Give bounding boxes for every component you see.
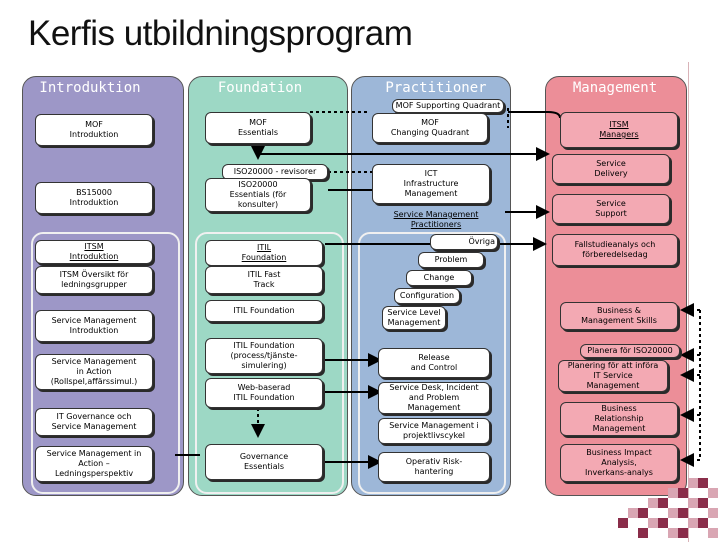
box-sm-introduktion[interactable]: Service Management Introduktion (35, 310, 153, 342)
box-business-management-skills[interactable]: Business & Management Skills (560, 302, 678, 330)
box-planering-itsm[interactable]: Planering för att införa IT Service Mana… (558, 360, 668, 392)
box-fallstudieanalys[interactable]: Fallstudieanalys och förberedelsedag (552, 234, 678, 266)
connector-supporting-to-managers (508, 111, 561, 119)
box-sm-projektlivscykel[interactable]: Service Management i projektlivscykel (378, 418, 490, 444)
box-sm-in-action[interactable]: Service Management in Action (Rollspel,a… (35, 354, 153, 390)
box-problem[interactable]: Problem (418, 252, 484, 268)
box-itsm-managers[interactable]: ITSM Managers (560, 112, 678, 148)
box-mof-introduktion[interactable]: MOF Introduktion (35, 114, 153, 146)
box-iso20000-essentials[interactable]: ISO20000 Essentials (för konsulter) (205, 178, 311, 212)
practitioner-group-frame (358, 232, 506, 494)
intro-group-frame (31, 232, 180, 494)
box-iso20000-revisorer[interactable]: ISO20000 - revisorer (222, 164, 328, 180)
box-service-delivery[interactable]: Service Delivery (552, 154, 670, 184)
box-bs15000-introduktion[interactable]: BS15000 Introduktion (35, 182, 153, 214)
box-itil-foundation[interactable]: ITIL Foundation (205, 300, 323, 322)
header-introduktion: Introduktion (39, 80, 141, 96)
box-configuration[interactable]: Configuration (394, 288, 460, 304)
box-business-relationship[interactable]: Business Relationship Management (560, 402, 678, 436)
box-ict-infrastructure[interactable]: ICT Infrastructure Management (372, 164, 490, 204)
box-mof-supporting-quadrant[interactable]: MOF Supporting Quadrant (392, 99, 504, 113)
box-planera-iso20000[interactable]: Planera för ISO20000 (580, 344, 680, 358)
box-web-itil-foundation[interactable]: Web-baserad ITIL Foundation (205, 378, 323, 408)
box-service-desk[interactable]: Service Desk, Incident and Problem Manag… (378, 382, 490, 414)
box-operativ-riskhantering[interactable]: Operativ Risk- hantering (378, 452, 490, 482)
checker-squares-light (628, 478, 718, 538)
box-service-level-management[interactable]: Service Level Management (382, 306, 446, 330)
label-service-management-practitioners: Service Management Practitioners (393, 210, 479, 229)
page-title: Kerfis utbildningsprogram (28, 14, 413, 53)
checker-squares (618, 478, 708, 538)
box-change[interactable]: Change (406, 270, 472, 286)
decorative-edge-line (688, 62, 689, 542)
box-itil-fast-track[interactable]: ITIL Fast Track (205, 266, 323, 294)
box-release-control[interactable]: Release and Control (378, 348, 490, 378)
box-itil-foundation-process[interactable]: ITIL Foundation (process/tjänste- simule… (205, 338, 323, 374)
decorative-checker-pattern (618, 478, 718, 538)
box-mof-essentials[interactable]: MOF Essentials (205, 112, 311, 144)
box-mof-changing-quadrant[interactable]: MOF Changing Quadrant (372, 113, 488, 143)
box-ovriga[interactable]: Övriga (430, 234, 498, 250)
box-it-governance[interactable]: IT Governance och Service Management (35, 408, 153, 436)
box-governance-essentials[interactable]: Governance Essentials (205, 444, 323, 480)
box-sm-action-ledning[interactable]: Service Management in Action – Ledningsp… (35, 446, 153, 482)
header-practitioner: Practitioner (385, 80, 487, 96)
box-itsm-introduktion[interactable]: ITSM Introduktion (35, 240, 153, 264)
header-foundation: Foundation (217, 80, 303, 96)
header-management: Management (572, 80, 658, 96)
box-itsm-oversikt[interactable]: ITSM Översikt för ledningsgrupper (35, 266, 153, 294)
box-business-impact-analysis[interactable]: Business Impact Analysis, Inverkans-anal… (560, 444, 678, 482)
box-itil-foundation-underlined[interactable]: ITIL Foundation (205, 240, 323, 266)
foundation-group-frame (195, 232, 344, 494)
box-service-support[interactable]: Service Support (552, 194, 670, 224)
